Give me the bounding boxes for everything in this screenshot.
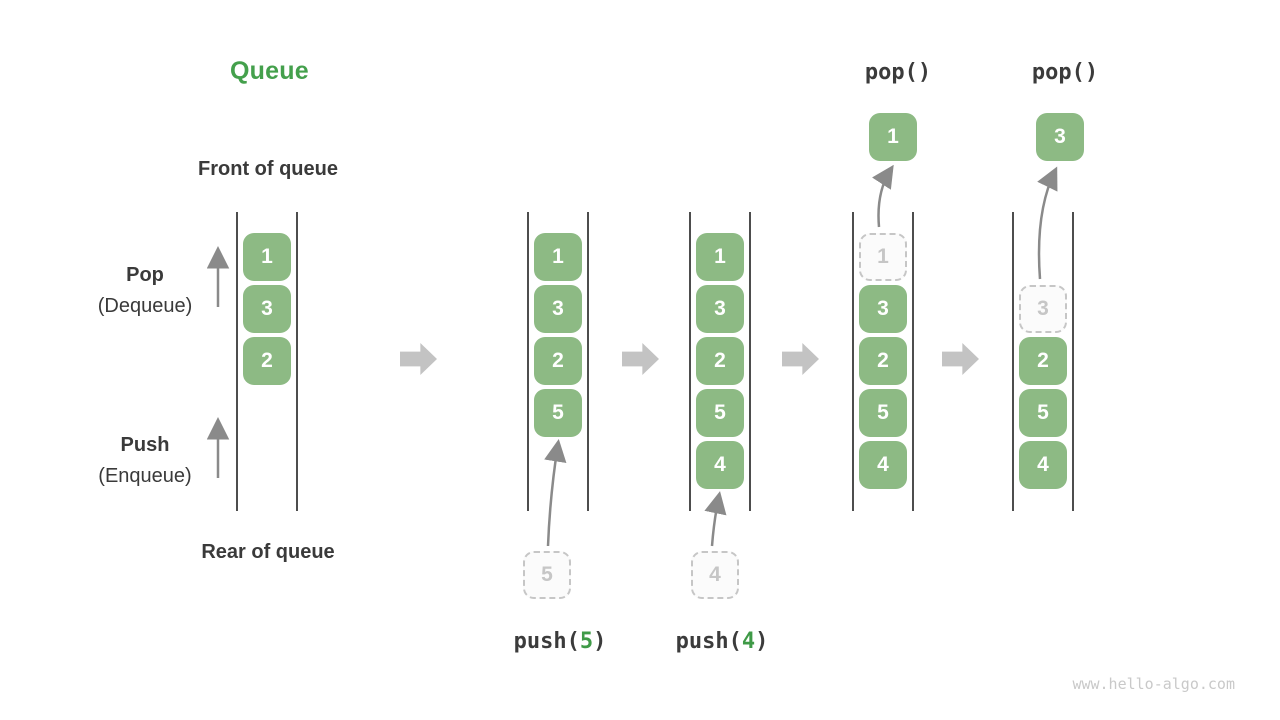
operation-label-part: ) [755,629,769,654]
pop-label-group: Pop (Dequeue) [98,260,193,322]
rear-of-queue-label: Rear of queue [201,541,335,563]
push-label: Push [120,434,170,456]
next-state-arrow-icon [782,343,819,375]
queue-item-box: 3 [534,285,582,333]
front-of-queue-label: Front of queue [198,158,338,180]
queue-item-box: 3 [696,285,744,333]
dequeued-ghost-box: 3 [1019,285,1067,333]
queue-item-box: 1 [696,233,744,281]
watermark: www.hello-algo.com [1072,675,1235,693]
queue-item-box: 5 [696,389,744,437]
queue-item-box: 1 [534,233,582,281]
page-title: Queue [230,57,309,85]
queue-item-box: 2 [1019,337,1067,385]
queue-item-box: 2 [243,337,291,385]
operation-label: push(4) [676,629,769,654]
queue-item-box: 3 [243,285,291,333]
queue-column [689,212,751,511]
operation-label-part: 4 [741,629,756,654]
pop-label: Pop [126,264,164,286]
queue-item-box: 5 [534,389,582,437]
operation-label: push(5) [514,629,607,654]
queue-item-box: 2 [696,337,744,385]
operation-label-part: push( [675,629,742,654]
queue-item-box: 4 [1019,441,1067,489]
queue-column [852,212,914,511]
queue-item-box: 2 [534,337,582,385]
incoming-ghost-box: 4 [691,551,739,599]
operation-label: pop() [1032,60,1098,85]
popped-item-box: 3 [1036,113,1084,161]
queue-item-box: 3 [859,285,907,333]
next-state-arrow-icon [622,343,659,375]
dequeue-sublabel: (Dequeue) [97,295,193,317]
queue-item-box: 5 [859,389,907,437]
operation-label: pop() [865,60,931,85]
queue-column [527,212,589,511]
operation-label-part: ) [593,629,607,654]
incoming-ghost-box: 5 [523,551,571,599]
queue-item-box: 5 [1019,389,1067,437]
queue-item-box: 1 [243,233,291,281]
queue-column [236,212,298,511]
queue-column [1012,212,1074,511]
queue-item-box: 4 [859,441,907,489]
push-label-group: Push (Enqueue) [98,430,191,492]
operation-label-part: push( [513,629,580,654]
queue-item-box: 2 [859,337,907,385]
operation-label-part: pop() [1031,60,1099,85]
operation-label-part: pop() [864,60,932,85]
operation-label-part: 5 [579,629,594,654]
enqueue-sublabel: (Enqueue) [98,465,192,487]
popped-item-box: 1 [869,113,917,161]
queue-item-box: 4 [696,441,744,489]
next-state-arrow-icon [400,343,437,375]
next-state-arrow-icon [942,343,979,375]
dequeued-ghost-box: 1 [859,233,907,281]
